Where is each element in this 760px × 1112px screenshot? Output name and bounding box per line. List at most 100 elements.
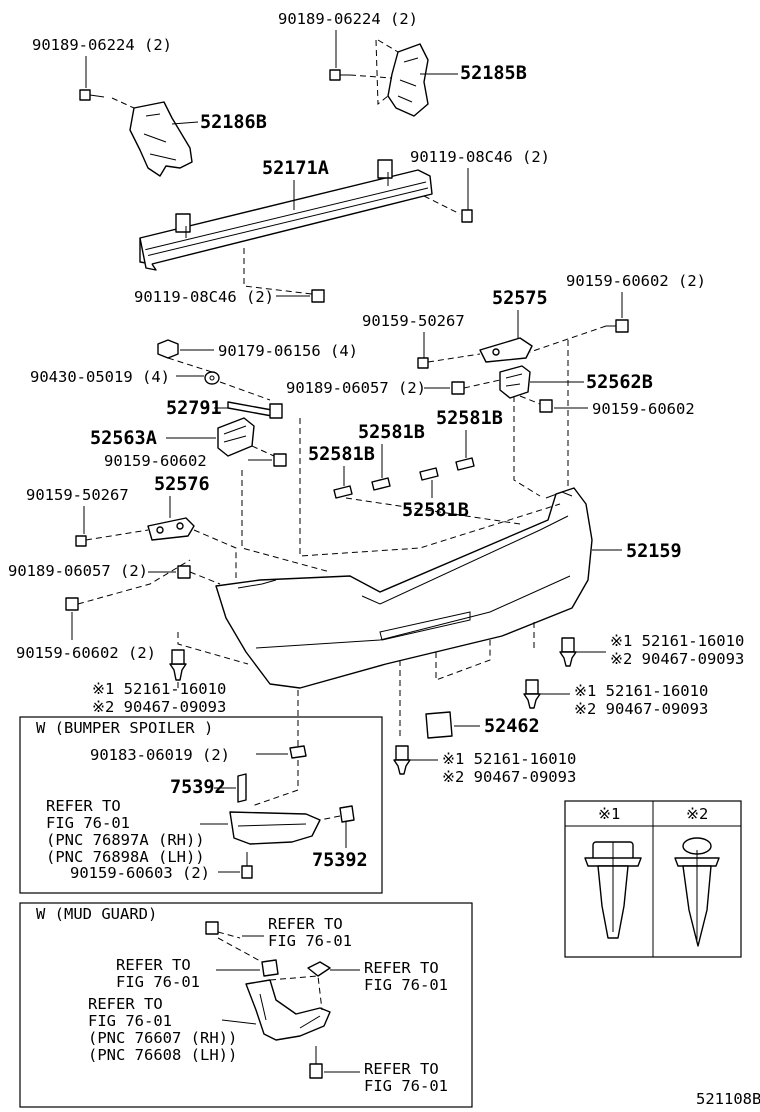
label-52581B-a: 52581B xyxy=(358,422,425,443)
clip-75392-b xyxy=(319,805,355,823)
label-bolt-90159-603: 90159-60603 (2) xyxy=(70,864,210,882)
nut-90183 xyxy=(289,745,307,759)
mud-guard-box xyxy=(19,902,473,1108)
refer-mud-2a: REFER TO xyxy=(116,956,191,974)
nut-90179 xyxy=(157,339,179,359)
bumper-spoiler-box xyxy=(19,716,383,894)
label-52576: 52576 xyxy=(154,474,210,495)
bracket-52576 xyxy=(147,517,195,541)
refer-spoiler-2: FIG 76-01 xyxy=(46,814,130,832)
label-washer-90430: 90430-05019 (4) xyxy=(30,368,170,386)
bolt-90119-a xyxy=(423,195,473,223)
reinforcement-52171A xyxy=(139,159,433,271)
label-52581B-d: 52581B xyxy=(402,500,469,521)
clip-type-2-drawing xyxy=(674,837,720,947)
retainer-52581B-c xyxy=(419,467,439,498)
refer-mud-5b: FIG 76-01 xyxy=(364,1077,448,1095)
retainer-52581B-d xyxy=(455,430,475,471)
assembly-line xyxy=(241,470,331,573)
label-nut-90179: 90179-06156 (4) xyxy=(218,342,358,360)
clip-a xyxy=(169,649,187,681)
refer-spoiler-4: (PNC 76898A (LH)) xyxy=(46,848,205,866)
refer-spoiler-3: (PNC 76897A (RH)) xyxy=(46,831,205,849)
assembly-line xyxy=(435,640,491,681)
clip-d xyxy=(393,745,411,775)
label-bolt-90119-b: 90119-08C46 (2) xyxy=(134,288,274,306)
bolt-90159-602c xyxy=(251,445,287,467)
refer-mud-3a: REFER TO xyxy=(364,959,439,977)
label-52171A: 52171A xyxy=(262,158,329,179)
label-52581B-c: 52581B xyxy=(308,444,375,465)
label-52159: 52159 xyxy=(626,541,682,562)
retainer-52581B-b xyxy=(371,444,391,491)
refer-mud-1a: REFER TO xyxy=(268,915,343,933)
label-clip-a-2: ※2 90467-09093 xyxy=(92,698,226,716)
screw-mud-a xyxy=(205,921,241,939)
bracket-52562B xyxy=(499,365,531,399)
label-clip-c-2: ※2 90467-09093 xyxy=(574,700,708,718)
label-bolt-90159-602b: 90159-60602 xyxy=(592,400,695,418)
refer-mud-4a: REFER TO xyxy=(88,995,163,1013)
label-bolt-90119-a: 90119-08C46 (2) xyxy=(410,148,550,166)
label-52562B: 52562B xyxy=(586,372,653,393)
refer-mud-4c: (PNC 76607 (RH)) xyxy=(88,1029,237,1047)
bumper-spoiler-title: W (BUMPER SPOILER ) xyxy=(36,719,213,737)
clip-b xyxy=(559,637,577,667)
bracket-52186B xyxy=(111,97,193,177)
label-52575: 52575 xyxy=(492,288,548,309)
refer-mud-4b: FIG 76-01 xyxy=(88,1012,172,1030)
label-52563A: 52563A xyxy=(90,428,157,449)
label-bolt-90159-602d: 90159-60602 (2) xyxy=(16,644,156,662)
mud-guard xyxy=(245,975,331,1041)
assembly-line xyxy=(193,529,237,578)
stud-52791 xyxy=(227,401,283,419)
assembly-line xyxy=(177,632,249,665)
legend-type-2: ※2 xyxy=(686,805,708,823)
retainer-52581B-a xyxy=(333,466,353,499)
label-75392-a: 75392 xyxy=(170,777,226,798)
label-52581B-b: 52581B xyxy=(436,408,503,429)
label-52791: 52791 xyxy=(166,398,222,419)
label-bolt-90189-057b: 90189-06057 (2) xyxy=(8,562,148,580)
mud-guard-title: W (MUD GUARD) xyxy=(36,905,157,923)
label-bolt-90159-267b: 90159-50267 xyxy=(26,486,129,504)
refer-mud-2b: FIG 76-01 xyxy=(116,973,200,991)
bumper-spoiler xyxy=(229,811,321,845)
clip-c xyxy=(523,679,541,709)
pad-52462 xyxy=(425,711,453,739)
bolt-90189-057a xyxy=(451,379,501,395)
figure-id: 521108B xyxy=(696,1090,760,1108)
label-bolt-90159-602a: 90159-60602 (2) xyxy=(566,272,706,290)
assembly-line xyxy=(513,396,541,497)
bolt-90189-b xyxy=(79,89,105,101)
nut-mud-a xyxy=(217,937,279,977)
refer-mud-4d: (PNC 76608 (LH)) xyxy=(88,1046,237,1064)
label-bolt-90159-602c: 90159-60602 xyxy=(104,452,207,470)
screw-mud-b xyxy=(309,1046,323,1079)
bracket-52185B xyxy=(375,39,429,117)
washer-90430 xyxy=(204,371,220,385)
refer-spoiler-1: REFER TO xyxy=(46,797,121,815)
label-clip-b-2: ※2 90467-09093 xyxy=(610,650,744,668)
label-52186B: 52186B xyxy=(200,112,267,133)
legend-type-1: ※1 xyxy=(598,805,620,823)
bolt-90159-602b xyxy=(519,395,553,413)
bolt-90189-a xyxy=(329,69,393,81)
label-clip-d-1: ※1 52161-16010 xyxy=(442,750,576,768)
refer-mud-3b: FIG 76-01 xyxy=(364,976,448,994)
label-75392-b: 75392 xyxy=(312,850,368,871)
clip-75392-a xyxy=(237,773,247,803)
label-clip-c-1: ※1 52161-16010 xyxy=(574,682,708,700)
bolt-90159-267a xyxy=(417,353,481,369)
label-bolt-90183: 90183-06019 (2) xyxy=(90,746,230,764)
label-52185B: 52185B xyxy=(460,63,527,84)
clip-mud-b xyxy=(307,961,331,977)
clip-legend-box: ※1 ※2 xyxy=(564,800,742,958)
label-bolt-52185B: 90189-06224 (2) xyxy=(278,10,418,28)
label-52462: 52462 xyxy=(484,716,540,737)
bumper-cover-52159 xyxy=(215,487,593,689)
bracket-52575 xyxy=(479,337,533,363)
label-bolt-90159-267a: 90159-50267 xyxy=(362,312,465,330)
stud-axis xyxy=(167,357,271,401)
